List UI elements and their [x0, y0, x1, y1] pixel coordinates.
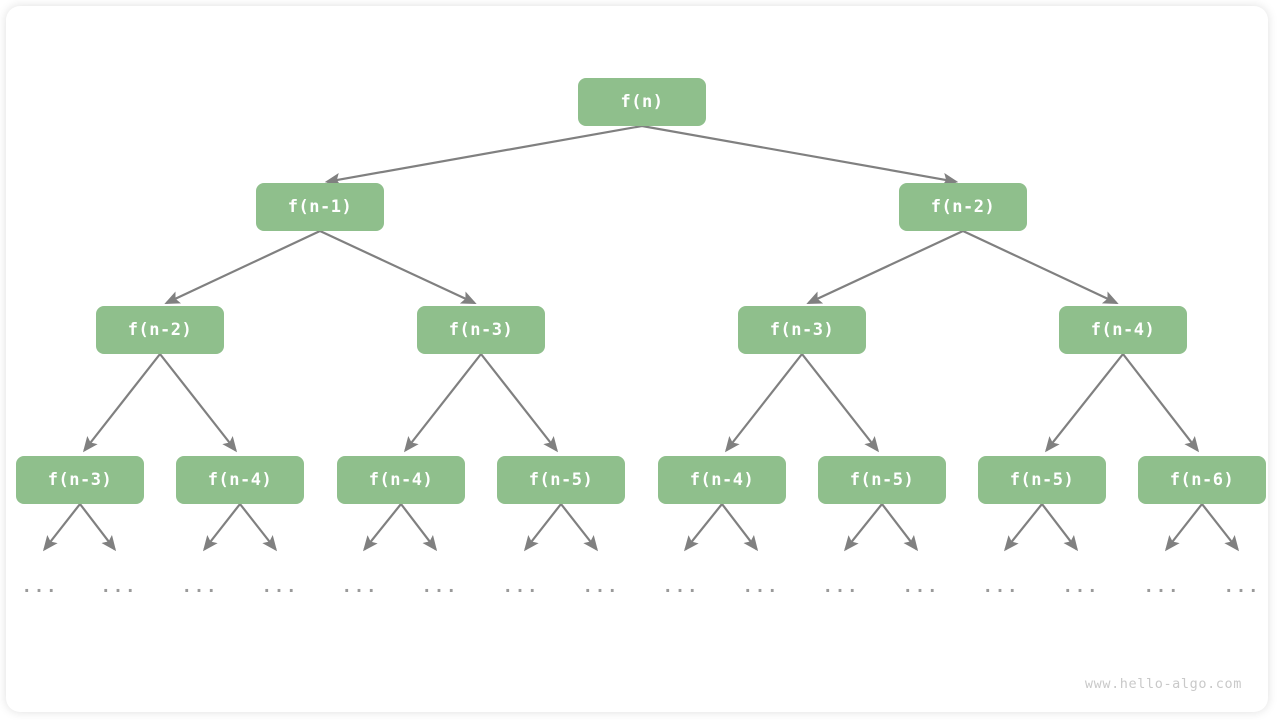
- ellipsis-leaf: ...: [1143, 577, 1181, 597]
- watermark: www.hello-algo.com: [1084, 676, 1242, 692]
- tree-node: f(n): [578, 78, 706, 126]
- tree-node: f(n-4): [337, 456, 465, 504]
- tree-node: f(n-1): [256, 183, 384, 231]
- tree-node: f(n-3): [417, 306, 545, 354]
- tree-node: f(n-5): [818, 456, 946, 504]
- ellipsis-leaf: ...: [100, 577, 138, 597]
- tree-node: f(n-3): [16, 456, 144, 504]
- tree-node: f(n-3): [738, 306, 866, 354]
- tree-node: f(n-2): [96, 306, 224, 354]
- tree-node: f(n-5): [978, 456, 1106, 504]
- ellipsis-leaf: ...: [502, 577, 540, 597]
- tree-node: f(n-4): [1059, 306, 1187, 354]
- ellipsis-leaf: ...: [822, 577, 860, 597]
- tree-node: f(n-6): [1138, 456, 1266, 504]
- tree-node: f(n-2): [899, 183, 1027, 231]
- tree-node: f(n-4): [176, 456, 304, 504]
- ellipsis-leaf: ...: [902, 577, 940, 597]
- ellipsis-leaf: ...: [1062, 577, 1100, 597]
- tree-node: f(n-4): [658, 456, 786, 504]
- ellipsis-leaf: ...: [261, 577, 299, 597]
- ellipsis-leaf: ...: [662, 577, 700, 597]
- ellipsis-leaf: ...: [421, 577, 459, 597]
- ellipsis-leaf: ...: [982, 577, 1020, 597]
- ellipsis-leaf: ...: [1223, 577, 1261, 597]
- ellipsis-leaf: ...: [341, 577, 379, 597]
- ellipsis-leaf: ...: [582, 577, 620, 597]
- ellipsis-leaf: ...: [181, 577, 219, 597]
- ellipsis-leaf: ...: [742, 577, 780, 597]
- ellipsis-leaf: ...: [21, 577, 59, 597]
- tree-node: f(n-5): [497, 456, 625, 504]
